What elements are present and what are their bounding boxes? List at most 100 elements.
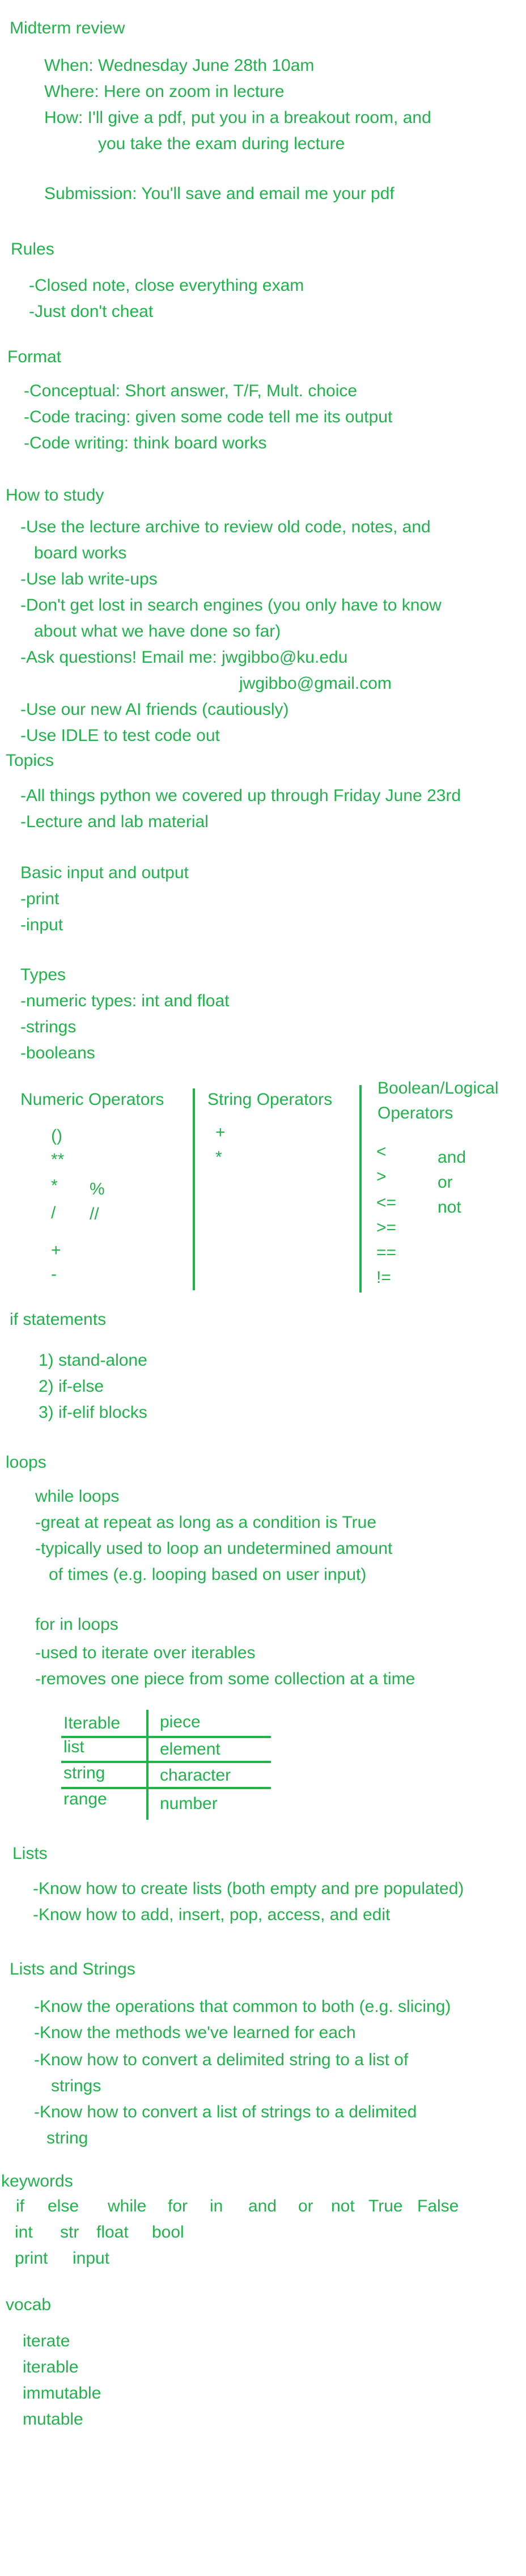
vocab-item: iterable: [23, 2358, 79, 2376]
midterm-title: Midterm review: [10, 19, 125, 37]
study-line: -Use the lecture archive to review old c…: [20, 518, 431, 536]
keyword: for: [168, 2197, 188, 2215]
keyword: or: [298, 2197, 313, 2215]
keyword: False: [417, 2197, 459, 2215]
how-to-study-title: How to study: [6, 486, 104, 505]
comparison-operator: ==: [376, 1243, 397, 1262]
numeric-operator: +: [51, 1241, 61, 1260]
column-divider: [359, 1085, 362, 1293]
lists-strings-title: Lists and Strings: [10, 1960, 135, 1978]
where-line: Where: Here on zoom in lecture: [44, 82, 285, 101]
format-item: -Code tracing: given some code tell me i…: [24, 408, 393, 426]
keyword: True: [368, 2197, 403, 2215]
if-statements-item: 3) if-elif blocks: [39, 1403, 147, 1422]
iterable-table-cell: list: [63, 1738, 84, 1756]
submission-line: Submission: You'll save and email me you…: [44, 184, 394, 203]
numeric-operator: //: [90, 1205, 99, 1223]
if-statements-item: 2) if-else: [39, 1377, 104, 1396]
io-item: -print: [20, 889, 60, 908]
io-title: Basic input and output: [20, 863, 189, 882]
keyword: and: [248, 2197, 277, 2215]
boolean-operators-title: Boolean/Logical: [377, 1079, 499, 1098]
string-operators-title: String Operators: [207, 1090, 333, 1109]
how-line-cont: you take the exam during lecture: [98, 134, 345, 153]
types-item: -numeric types: int and float: [20, 992, 230, 1010]
numeric-operator: *: [51, 1176, 58, 1195]
for-loops-item: -used to iterate over iterables: [35, 1643, 256, 1662]
boolean-operators-title: Operators: [377, 1104, 453, 1122]
format-item: -Conceptual: Short answer, T/F, Mult. ch…: [24, 382, 358, 400]
study-line: -Use our new AI friends (cautiously): [20, 700, 289, 719]
comparison-operator: >: [376, 1167, 387, 1186]
keyword: print: [15, 2249, 48, 2268]
comparison-operator: >=: [376, 1218, 397, 1237]
keyword: bool: [152, 2223, 184, 2242]
column-divider: [193, 1088, 195, 1290]
numeric-operator: -: [51, 1265, 57, 1283]
vocab-item: iterate: [23, 2332, 70, 2350]
while-loops-item: -great at repeat as long as a condition …: [35, 1513, 377, 1532]
lists-strings-line: -Know the operations that common to both…: [34, 1997, 451, 2016]
for-loops-item: -removes one piece from some collection …: [35, 1670, 415, 1688]
logical-operator: and: [438, 1148, 466, 1167]
keywords-title: keywords: [1, 2172, 73, 2191]
rules-title: Rules: [11, 240, 54, 259]
study-line: -Don't get lost in search engines (you o…: [20, 596, 442, 615]
table-rule: [61, 1787, 271, 1789]
iterable-table-cell: number: [160, 1794, 218, 1813]
lists-strings-line: -Know the methods we've learned for each: [34, 2023, 356, 2042]
study-line: about what we have done so far): [34, 622, 281, 641]
iterable-table-header: piece: [160, 1713, 201, 1731]
study-line: -Use lab write-ups: [20, 570, 158, 588]
rules-item: -Closed note, close everything exam: [29, 276, 304, 295]
lists-item: -Know how to create lists (both empty an…: [33, 1879, 464, 1898]
lists-strings-line: strings: [51, 2077, 101, 2095]
while-loops-item: -typically used to loop an undetermined …: [35, 1539, 393, 1558]
while-loops-title: while loops: [35, 1487, 120, 1506]
comparison-operator: !=: [376, 1268, 391, 1287]
keyword: if: [16, 2197, 24, 2215]
topics-item: -All things python we covered up through…: [20, 786, 461, 805]
when-line: When: Wednesday June 28th 10am: [44, 56, 315, 75]
keyword: int: [15, 2223, 33, 2242]
types-item: -strings: [20, 1018, 77, 1036]
numeric-operator: (): [51, 1126, 62, 1145]
while-loops-item: of times (e.g. looping based on user inp…: [49, 1565, 367, 1584]
keyword: float: [96, 2223, 129, 2242]
vocab-item: immutable: [23, 2384, 101, 2403]
study-line: -Use IDLE to test code out: [20, 726, 220, 745]
study-line: jwgibbo@gmail.com: [239, 674, 392, 693]
study-line: -Ask questions! Email me: jwgibbo@ku.edu: [20, 648, 348, 667]
comparison-operator: <=: [376, 1193, 397, 1212]
lists-strings-line: string: [46, 2129, 88, 2147]
types-title: Types: [20, 965, 66, 984]
io-item: -input: [20, 916, 63, 934]
how-line: How: I'll give a pdf, put you in a break…: [44, 108, 431, 127]
study-line: board works: [34, 544, 127, 562]
iterable-table-header: Iterable: [63, 1714, 121, 1732]
keyword: else: [48, 2197, 79, 2215]
keyword: not: [331, 2197, 355, 2215]
iterable-table-cell: range: [63, 1790, 107, 1808]
table-rule: [61, 1736, 271, 1738]
vocab-item: mutable: [23, 2410, 83, 2429]
keyword: str: [60, 2223, 79, 2242]
numeric-operator: **: [51, 1150, 65, 1169]
comparison-operator: <: [376, 1142, 387, 1161]
keyword: input: [73, 2249, 110, 2268]
logical-operator: or: [438, 1173, 453, 1192]
if-statements-item: 1) stand-alone: [39, 1351, 147, 1370]
numeric-operator: /: [51, 1204, 56, 1222]
iterable-table-cell: character: [160, 1766, 231, 1785]
table-rule: [61, 1761, 271, 1763]
topics-item: -Lecture and lab material: [20, 812, 209, 831]
format-title: Format: [7, 348, 62, 366]
lists-item: -Know how to add, insert, pop, access, a…: [33, 1905, 391, 1924]
for-loops-title: for in loops: [35, 1615, 118, 1634]
iterable-table-cell: element: [160, 1740, 220, 1759]
types-item: -booleans: [20, 1044, 95, 1062]
vocab-title: vocab: [6, 2295, 52, 2314]
topics-title: Topics: [6, 751, 54, 770]
lists-title: Lists: [12, 1844, 48, 1863]
loops-title: loops: [6, 1453, 46, 1472]
